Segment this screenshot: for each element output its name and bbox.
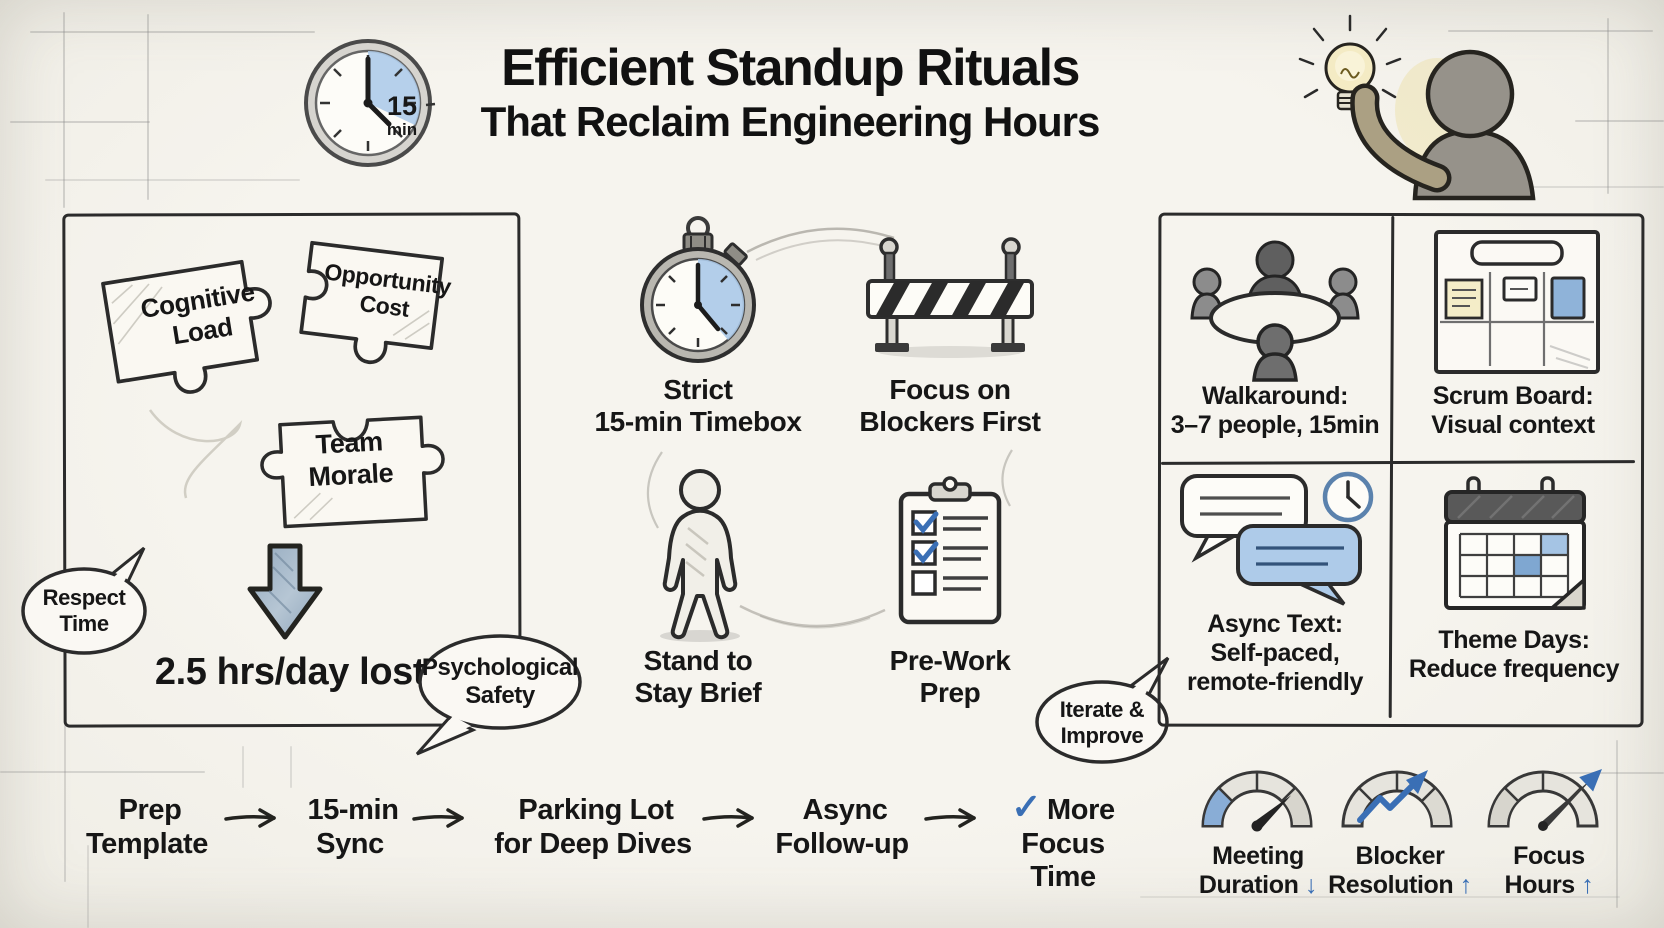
workflow-row: Prep Template 15-min Sync Parking Lot fo… <box>0 786 1180 893</box>
bubble-label: Respect Time <box>42 585 126 636</box>
puzzle-piece-cognitive-load: Cognitive Load <box>96 234 305 397</box>
step-label: Prep Template <box>86 794 208 860</box>
timer-value: 15 <box>387 91 417 121</box>
meeting-table-icon <box>1180 230 1370 385</box>
respect-time-bubble: Respect Time <box>12 546 162 663</box>
workflow-step-parking-lot: Parking Lot for Deep Dives <box>494 786 692 861</box>
practice-label-timebox: Strict 15-min Timebox <box>594 374 802 438</box>
iterate-improve-bubble: Iterate & Improve <box>1028 656 1193 773</box>
flow-arrow-icon <box>702 808 754 828</box>
sketch-line <box>147 14 149 200</box>
puzzle-piece-opportunity-cost: Opportunity Cost <box>293 222 479 364</box>
trend-up-arrow: ↑ <box>1581 871 1594 899</box>
bubble-label: Iterate & Improve <box>1059 697 1145 748</box>
title-line-2: That Reclaim Engineering Hours <box>480 98 1101 145</box>
sketch-line <box>87 845 89 928</box>
flow-arrow-icon <box>412 808 464 828</box>
down-arrow-icon <box>247 543 323 646</box>
puzzle-label: Team Morale <box>307 426 394 492</box>
sketch-line <box>1520 186 1664 188</box>
step-label: 15-min Sync <box>307 794 399 860</box>
loss-stat: 2.5 hrs/day lost <box>154 651 426 693</box>
sketch-line <box>63 12 65 208</box>
gauge-focus-hours <box>1478 752 1608 843</box>
sketch-line <box>1140 896 1620 898</box>
gauge-blocker-resolution <box>1332 752 1462 843</box>
sketch-line <box>30 31 315 33</box>
practice-label-prep: Pre-Work Prep <box>889 645 1011 709</box>
gauge-label-blocker-resolution: Blocker Resolution ↑ <box>1328 842 1472 900</box>
gauge-text: Focus Hours <box>1504 842 1586 899</box>
psychological-safety-bubble: Psychological Safety <box>407 618 597 763</box>
mini-clock-icon <box>1322 471 1374 523</box>
calendar-icon <box>1440 476 1590 621</box>
idea-person-illustration <box>1225 2 1555 201</box>
puzzle-label: Cognitive Load <box>138 276 257 350</box>
format-label-walkaround: Walkaround: 3–7 people, 15min <box>1170 382 1380 439</box>
person-sketch <box>1350 49 1536 201</box>
puzzle-piece-team-morale: Team Morale <box>249 387 452 532</box>
barrier-icon <box>865 233 1035 364</box>
sketch-line <box>1616 740 1618 908</box>
trend-down-arrow: ↓ <box>1305 871 1318 899</box>
timer-unit: min <box>387 120 417 139</box>
check-icon: ✓ <box>1011 786 1042 827</box>
clipboard-checklist-icon <box>895 476 1005 633</box>
sketch-line <box>1575 120 1664 122</box>
trend-up-arrow: ↑ <box>1459 871 1473 899</box>
standing-person-icon <box>640 466 760 649</box>
gauge-text: Blocker Resolution <box>1328 842 1454 899</box>
step-label: Async Follow-up <box>775 794 909 860</box>
gauge-label-focus-hours: Focus Hours ↑ <box>1505 842 1594 900</box>
bubble-label: Psychological Safety <box>421 654 579 709</box>
format-label-theme-days: Theme Days: Reduce frequency <box>1408 626 1620 683</box>
motion-swoosh <box>742 210 902 270</box>
workflow-step-prep-template: Prep Template <box>86 786 208 861</box>
chat-bubbles-icon <box>1176 470 1376 613</box>
practice-label-blockers: Focus on Blockers First <box>859 374 1041 438</box>
sketch-line <box>0 771 205 773</box>
sketch-line <box>290 746 292 788</box>
pencil-squiggle <box>140 390 290 515</box>
gauge-label-meeting-duration: Meeting Duration ↓ <box>1198 842 1318 900</box>
step-label: More Focus Time <box>1021 794 1115 894</box>
motion-swoosh <box>990 448 1020 515</box>
sketch-line <box>1607 18 1609 194</box>
gauge-meeting-duration <box>1192 752 1322 843</box>
workflow-step-async-followup: Async Follow-up <box>775 786 909 861</box>
lightbulb-icon <box>1298 14 1402 111</box>
flow-arrow-icon <box>924 808 976 828</box>
flow-arrow-icon <box>224 808 276 828</box>
motion-swoosh <box>630 448 670 538</box>
title-line-1: Efficient Standup Rituals <box>501 39 1080 97</box>
sketch-line <box>1560 772 1664 774</box>
puzzle-label: Opportunity Cost <box>322 258 453 322</box>
workflow-step-sync: 15-min Sync <box>301 786 398 861</box>
sketch-line <box>45 179 300 181</box>
motion-swoosh <box>735 596 890 649</box>
gauge-text: Meeting Duration <box>1198 842 1304 899</box>
practice-label-stand: Stand to Stay Brief <box>634 645 762 709</box>
format-label-scrum-board: Scrum Board: Visual context <box>1431 382 1595 439</box>
step-label: Parking Lot for Deep Dives <box>494 794 692 860</box>
sketch-line <box>10 121 150 123</box>
sketch-line <box>1448 30 1653 32</box>
format-label-async-text: Async Text: Self-paced, remote-friendly <box>1187 610 1363 696</box>
sketch-line <box>64 724 66 882</box>
page-title: Efficient Standup Rituals That Reclaim E… <box>400 38 1180 146</box>
stopwatch-icon <box>633 212 763 375</box>
timer-wedge <box>368 51 420 125</box>
header-timer-clock: 15 min <box>298 33 438 173</box>
workflow-step-focus-time: ✓More Focus Time <box>1005 786 1122 895</box>
sketch-line <box>242 746 244 788</box>
scrum-board-icon <box>1432 228 1602 381</box>
